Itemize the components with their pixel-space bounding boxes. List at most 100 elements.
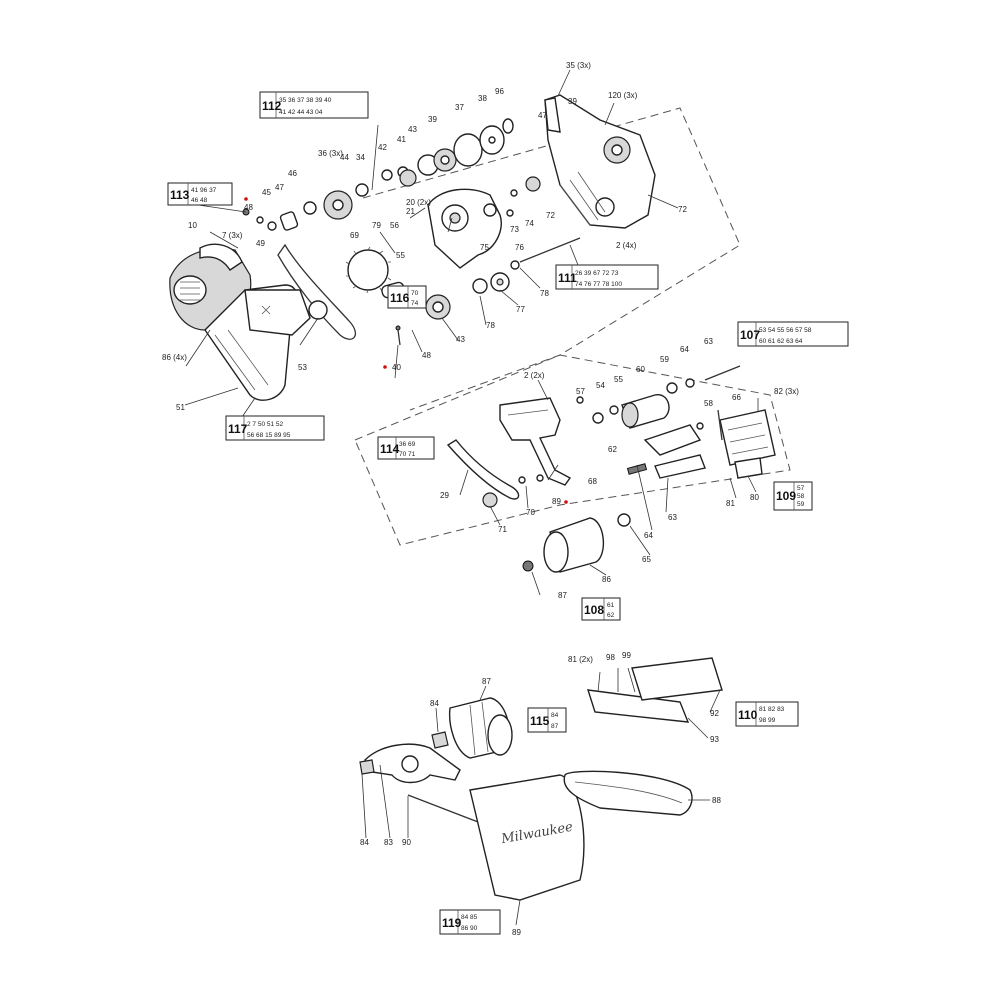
callout: 41 xyxy=(397,135,406,144)
callout: 34 xyxy=(356,153,365,162)
kit-117: 117 2 7 50 51 52 56 68 15 89 95 xyxy=(225,415,325,441)
shaft-parts xyxy=(472,176,581,294)
kit-part-numbers: 84 xyxy=(551,712,559,719)
callout: 42 xyxy=(378,143,387,152)
callout: 43 xyxy=(408,125,417,134)
kit-part-numbers: 107 xyxy=(740,328,760,342)
callout: 72 xyxy=(678,205,687,214)
kit-119: 119 84 85 86 90 xyxy=(439,909,501,935)
kit-part-numbers: 84 85 xyxy=(461,914,478,921)
callout: 75 xyxy=(480,243,489,252)
callout: 63 xyxy=(704,337,713,346)
callout-labels: 35 (3x) 120 (3x) 39 47 42 41 43 39 37 38… xyxy=(162,61,799,937)
callout: 46 xyxy=(288,169,297,178)
callout: 87 xyxy=(558,591,567,600)
dust-bag-parts: Milwaukee xyxy=(359,657,723,901)
kit-part-numbers: 112 xyxy=(262,99,282,113)
callout: 37 xyxy=(455,103,464,112)
callout: 76 xyxy=(515,243,524,252)
callout: 81 xyxy=(726,499,735,508)
callout: 93 xyxy=(710,735,719,744)
callout: 89 xyxy=(552,497,561,506)
callout: 54 xyxy=(596,381,605,390)
gear-train xyxy=(381,118,514,187)
callout: 55 xyxy=(396,251,405,260)
callout: 68 xyxy=(588,477,597,486)
kit-109: 109 57 58 59 xyxy=(773,481,813,511)
callout: 78 xyxy=(540,289,549,298)
callout: 21 xyxy=(406,207,415,216)
leader-lines xyxy=(177,69,759,926)
callout: 40 xyxy=(392,363,401,372)
callout: 55 xyxy=(614,375,623,384)
gear-case-cover xyxy=(427,188,502,269)
kit-part-numbers: 115 xyxy=(530,714,550,728)
callout: 84 xyxy=(430,699,439,708)
kit-part-numbers: 60 61 62 63 64 xyxy=(759,338,803,345)
callout: 62 xyxy=(608,445,617,454)
tension-assembly xyxy=(626,409,776,479)
callout: 72 xyxy=(546,211,555,220)
callout: 20 (2x) xyxy=(406,198,431,207)
marker-dots xyxy=(244,197,568,504)
kit-part-numbers: 81 82 83 xyxy=(759,706,785,713)
kit-part-numbers: 109 xyxy=(776,489,796,503)
kit-111: 111 26 39 67 72 73 74 76 77 78 100 xyxy=(555,264,659,290)
callout: 73 xyxy=(510,225,519,234)
callout: 47 xyxy=(275,183,284,192)
callout: 79 xyxy=(372,221,381,230)
kit-part-numbers: 111 xyxy=(558,271,577,285)
kit-part-numbers: 116 xyxy=(390,291,410,305)
kit-part-numbers: 58 xyxy=(797,493,805,500)
kit-part-numbers: 110 xyxy=(738,708,758,722)
callout: 90 xyxy=(402,838,411,847)
kit-part-numbers: 98 99 xyxy=(759,717,776,724)
callout: 86 (4x) xyxy=(162,353,187,362)
callout: 98 xyxy=(606,653,615,662)
callout: 56 xyxy=(390,221,399,230)
upper-assembly-boundary xyxy=(362,107,741,411)
callout: 71 xyxy=(498,525,507,534)
callout: 65 xyxy=(642,555,651,564)
kit-part-numbers: 113 xyxy=(170,188,190,202)
kit-part-numbers: 74 xyxy=(411,300,419,307)
callout: 47 xyxy=(538,111,547,120)
kit-107: 107 53 54 55 56 57 58 60 61 62 63 64 xyxy=(737,321,849,347)
callout: 2 (2x) xyxy=(524,371,545,380)
callout: 36 (3x) xyxy=(318,149,343,158)
callout: 69 xyxy=(350,231,359,240)
callout: 77 xyxy=(516,305,525,314)
kit-part-numbers: 86 90 xyxy=(461,925,478,932)
callout: 35 (3x) xyxy=(566,61,591,70)
kit-part-numbers: 41 96 37 xyxy=(191,187,217,194)
callout: 84 xyxy=(360,838,369,847)
kit-part-numbers: 26 39 67 72 73 xyxy=(575,270,619,277)
callout: 66 xyxy=(732,393,741,402)
callout: 64 xyxy=(680,345,689,354)
kit-part-numbers: 36 69 xyxy=(399,441,416,448)
callout: 59 xyxy=(660,355,669,364)
kit-108: 108 61 62 xyxy=(581,597,621,621)
callout: 43 xyxy=(456,335,465,344)
callout: 120 (3x) xyxy=(608,91,638,100)
kit-part-numbers: 70 xyxy=(411,290,419,297)
front-housing xyxy=(169,243,311,401)
callout: 10 xyxy=(188,221,197,230)
callout: 58 xyxy=(704,399,713,408)
drive-drum xyxy=(522,365,741,573)
kit-110: 110 81 82 83 98 99 xyxy=(735,701,799,727)
callout: 39 xyxy=(428,115,437,124)
kit-part-numbers: 35 36 37 38 39 40 xyxy=(279,97,332,104)
drive-belt xyxy=(277,243,356,340)
callout: 82 (3x) xyxy=(774,387,799,396)
callout: 78 xyxy=(486,321,495,330)
callout: 48 xyxy=(422,351,431,360)
kit-part-numbers: 87 xyxy=(551,723,559,730)
kit-part-numbers: 61 xyxy=(607,602,615,609)
gear-housing-right xyxy=(544,94,679,229)
kit-116: 116 70 74 xyxy=(387,285,427,309)
callout: 63 xyxy=(668,513,677,522)
kit-part-numbers: 74 76 77 78 100 xyxy=(575,281,622,288)
kit-part-numbers: 70 71 xyxy=(399,451,416,458)
callout: 89 xyxy=(512,928,521,937)
